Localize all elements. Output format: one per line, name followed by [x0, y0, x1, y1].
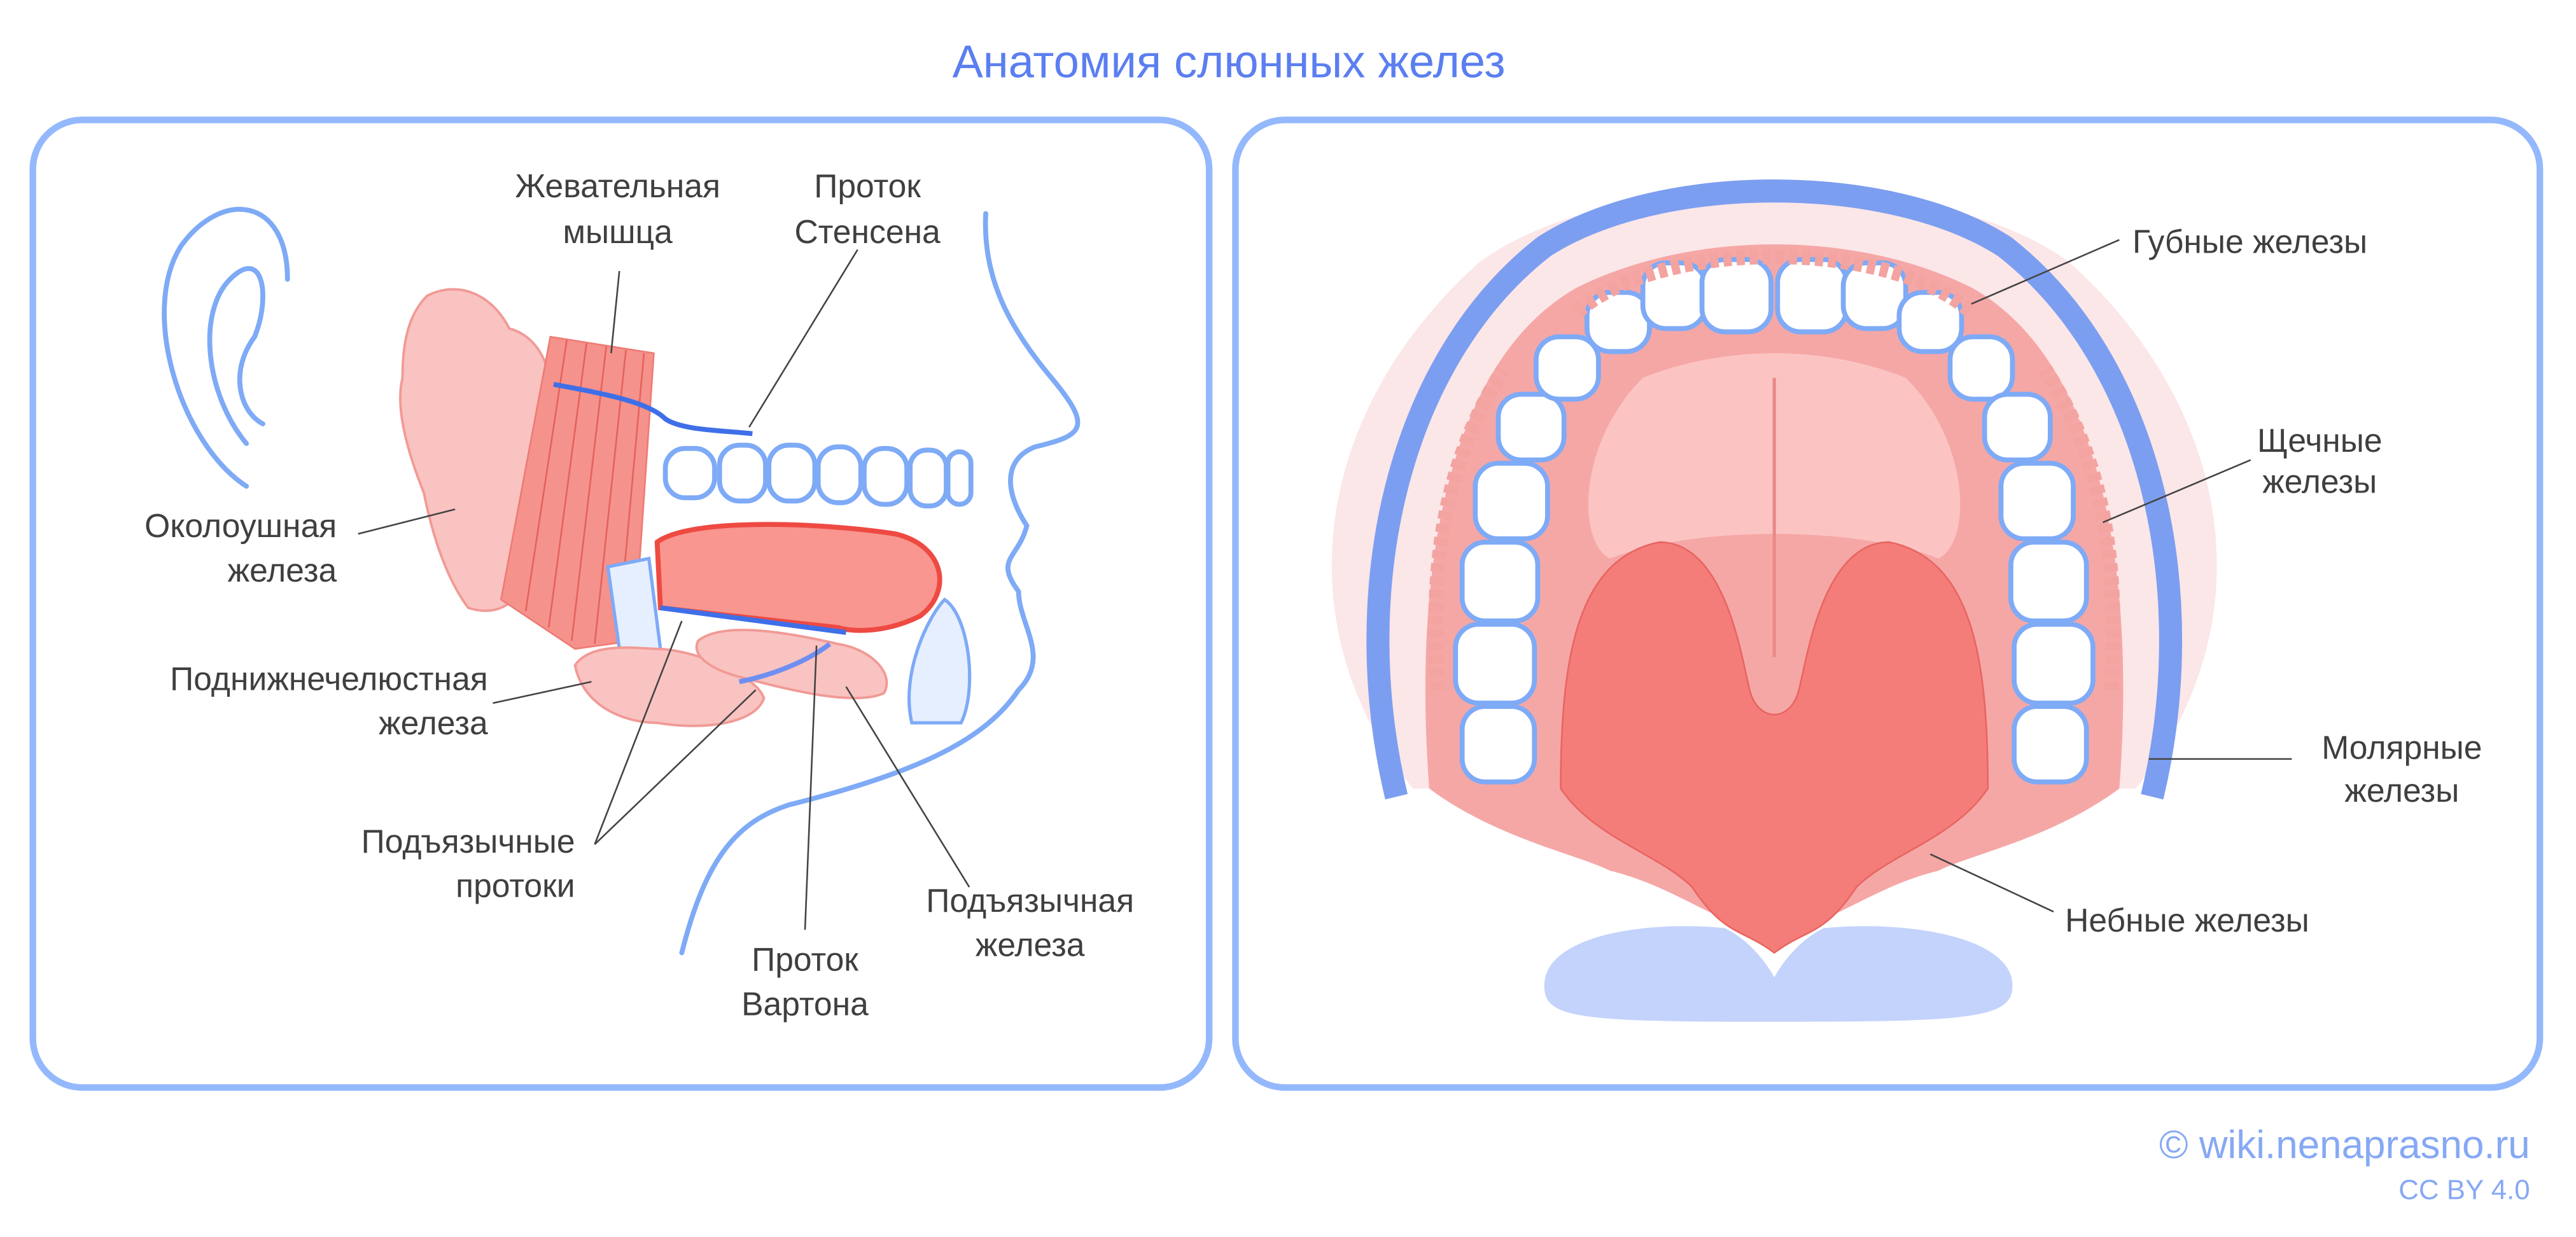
label-palatine: Небные железы: [2065, 902, 2309, 939]
palatine-glands: [1560, 541, 1989, 954]
lip-arch: [1366, 179, 2183, 800]
stensen-duct: [553, 382, 753, 437]
diagram-title: Анатомия слюнных желез: [953, 36, 1506, 87]
buccal-glands-right: [2039, 365, 2121, 691]
ear-outline: [162, 207, 290, 489]
soft-tissue-base: [1544, 926, 2013, 1022]
chin-bone-section: [907, 597, 972, 725]
label-labial: Губные железы: [2132, 223, 2367, 260]
face-profile-outline: [679, 211, 1081, 956]
left-leader-lines: [358, 249, 970, 930]
leader-buccal: [2102, 459, 2251, 524]
license-text: CC BY 4.0: [2398, 1175, 2530, 1206]
leader-labial: [1971, 239, 2120, 305]
leader-palatine: [1929, 853, 2054, 912]
buccal-glands-left: [1428, 365, 1509, 691]
floor-of-mouth-duct: [660, 605, 847, 635]
upper-teeth: [662, 442, 974, 509]
copyright-text: © wiki.nenaprasno.ru: [2159, 1123, 2530, 1167]
wharton-duct: [738, 641, 832, 685]
tongue: [654, 522, 942, 633]
